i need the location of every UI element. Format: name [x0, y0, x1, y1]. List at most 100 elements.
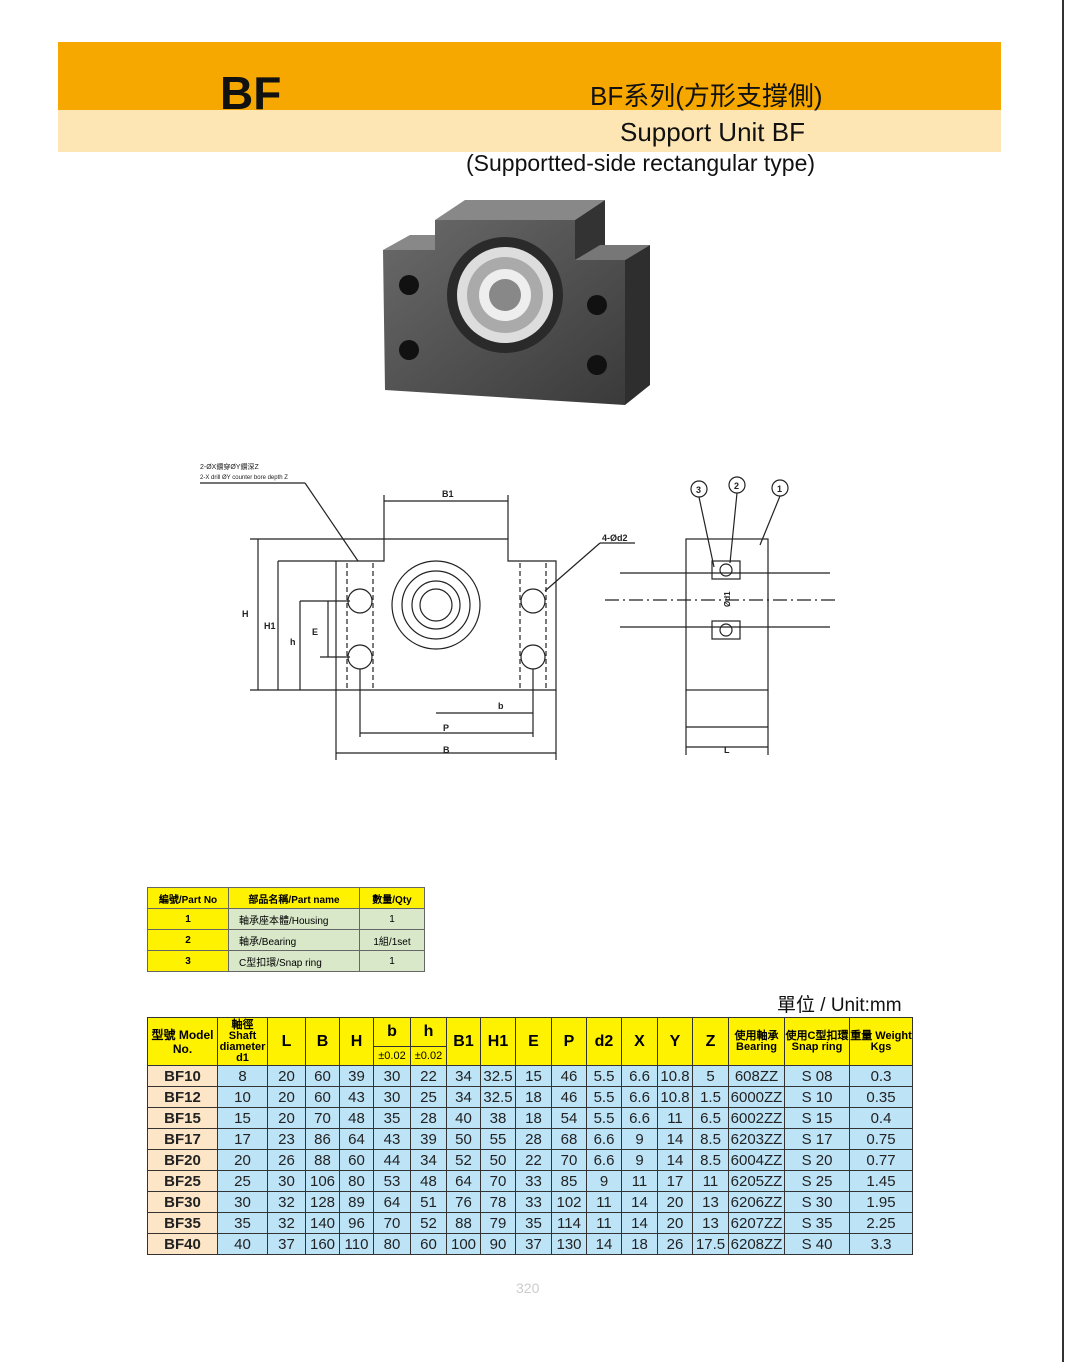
spec-cell: 6.6 — [586, 1128, 622, 1150]
spec-cell: 14 — [621, 1191, 658, 1213]
spec-cell: 52 — [410, 1212, 447, 1234]
spec-cell: 10.8 — [657, 1065, 693, 1087]
spec-cell: 1.95 — [849, 1191, 913, 1213]
spec-cell: 23 — [267, 1128, 306, 1150]
spec-cell: 79 — [480, 1212, 516, 1234]
spec-cell: 110 — [339, 1233, 374, 1255]
spec-cell: 6.6 — [621, 1065, 658, 1087]
spec-cell: 34 — [446, 1065, 481, 1087]
spec-cell: 48 — [410, 1170, 447, 1192]
spec-cell: 43 — [373, 1128, 411, 1150]
spec-cell: 8 — [217, 1065, 268, 1087]
spec-cell: 6203ZZ — [728, 1128, 785, 1150]
spec-cell: S 08 — [784, 1065, 850, 1087]
technical-drawing: 2-ØX鑽穿ØY鑽深Z 2-X drill ØY counter bore de… — [200, 462, 835, 760]
spec-cell: 5.5 — [586, 1065, 622, 1087]
part-no: 2 — [147, 929, 229, 951]
spec-cell: 18 — [515, 1086, 552, 1108]
spec-cell: 0.3 — [849, 1065, 913, 1087]
spec-cell: 1.5 — [692, 1086, 729, 1108]
spec-cell: 1.45 — [849, 1170, 913, 1192]
spec-cell: 22 — [410, 1065, 447, 1087]
drill-note-cn: 2-ØX鑽穿ØY鑽深Z — [200, 462, 259, 471]
spec-cell: 18 — [621, 1233, 658, 1255]
spec-cell: 106 — [305, 1170, 340, 1192]
spec-cell: 30 — [373, 1086, 411, 1108]
spec-cell: 51 — [410, 1191, 447, 1213]
spec-cell: 44 — [373, 1149, 411, 1171]
spec-cell: S 30 — [784, 1191, 850, 1213]
spec-cell: 88 — [446, 1212, 481, 1234]
spec-cell: 40 — [446, 1107, 481, 1129]
subheader-band — [58, 110, 1001, 152]
spec-cell: 11 — [657, 1107, 693, 1129]
spec-cell: 100 — [446, 1233, 481, 1255]
part-name: 軸承/Bearing — [228, 929, 360, 951]
spec-cell: 39 — [410, 1128, 447, 1150]
spec-cell: 32.5 — [480, 1065, 516, 1087]
col-d1: 軸徑 Shaft diameter d1 — [217, 1017, 268, 1066]
spec-cell: S 20 — [784, 1149, 850, 1171]
dim-H1: H1 — [264, 621, 276, 631]
spec-cell: 70 — [551, 1149, 587, 1171]
spec-cell: 5.5 — [586, 1086, 622, 1108]
spec-cell: 50 — [446, 1128, 481, 1150]
spec-cell: 85 — [551, 1170, 587, 1192]
spec-cell: 2.25 — [849, 1212, 913, 1234]
title-en: Support Unit BF — [620, 117, 805, 147]
spec-cell: 32 — [267, 1191, 306, 1213]
spec-cell: 43 — [339, 1086, 374, 1108]
spec-cell: 46 — [551, 1065, 587, 1087]
spec-cell: 37 — [267, 1233, 306, 1255]
spec-cell: 14 — [657, 1149, 693, 1171]
col-h-tolerance: ±0.02 — [410, 1046, 447, 1066]
spec-cell: 608ZZ — [728, 1065, 785, 1087]
spec-cell: 22 — [515, 1149, 552, 1171]
col-b: b — [373, 1017, 411, 1047]
col-bearing: 使用軸承 Bearing — [728, 1017, 785, 1066]
dim-d1: Ød1 — [723, 591, 732, 607]
series-code: BF — [220, 67, 282, 119]
spec-cell: 0.35 — [849, 1086, 913, 1108]
spec-cell: 6205ZZ — [728, 1170, 785, 1192]
spec-cell: 25 — [410, 1086, 447, 1108]
spec-cell: 6002ZZ — [728, 1107, 785, 1129]
spec-cell: 30 — [373, 1065, 411, 1087]
spec-cell: 20 — [267, 1107, 306, 1129]
model-cell: BF10 — [147, 1065, 218, 1087]
dim-B: B — [443, 745, 450, 755]
spec-cell: 3.3 — [849, 1233, 913, 1255]
model-cell: BF35 — [147, 1212, 218, 1234]
part-name: 軸承座本體/Housing — [228, 908, 360, 930]
parts-header-qty: 數量/Qty — [359, 887, 425, 909]
spec-cell: 76 — [446, 1191, 481, 1213]
spec-cell: 5.5 — [586, 1107, 622, 1129]
spec-cell: 6208ZZ — [728, 1233, 785, 1255]
spec-cell: 114 — [551, 1212, 587, 1234]
col-H: H — [339, 1017, 374, 1066]
spec-cell: 10.8 — [657, 1086, 693, 1108]
spec-cell: 20 — [217, 1149, 268, 1171]
dim-h: h — [290, 637, 296, 647]
spec-cell: 52 — [446, 1149, 481, 1171]
spec-cell: 26 — [657, 1233, 693, 1255]
dim-B1: B1 — [442, 489, 454, 499]
dim-b: b — [498, 701, 504, 711]
spec-cell: 0.75 — [849, 1128, 913, 1150]
spec-cell: 60 — [305, 1065, 340, 1087]
col-weight: 重量 Weight Kgs — [849, 1017, 913, 1066]
spec-cell: 35 — [515, 1212, 552, 1234]
spec-cell: 68 — [551, 1128, 587, 1150]
page-edge — [1062, 0, 1064, 1362]
spec-cell: 11 — [586, 1212, 622, 1234]
parts-header-no: 編號/Part No — [147, 887, 229, 909]
spec-cell: 35 — [217, 1212, 268, 1234]
part-qty: 1組/1set — [359, 929, 425, 951]
spec-cell: 70 — [305, 1107, 340, 1129]
